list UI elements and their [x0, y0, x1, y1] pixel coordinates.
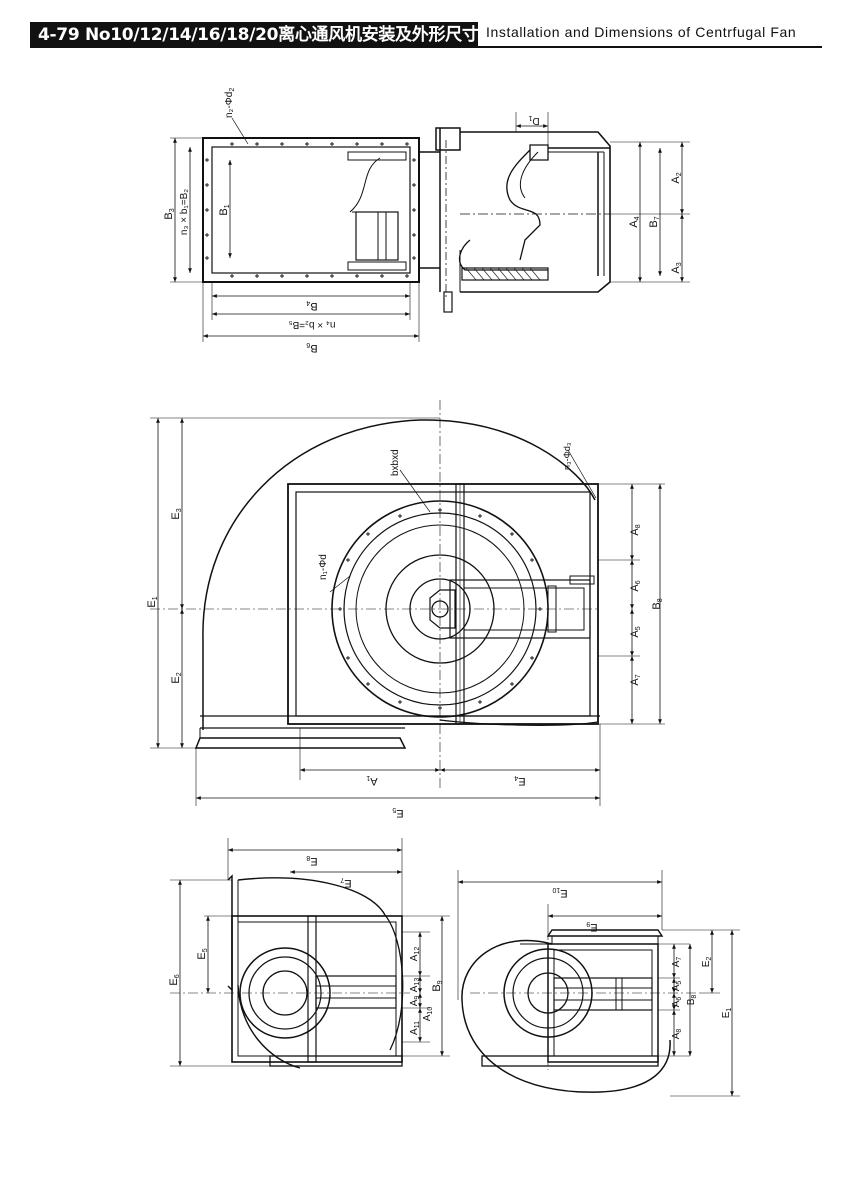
label-n1-d: n₁-Φd [318, 554, 329, 580]
label-a7-br: A7 [671, 957, 683, 968]
top-view [170, 112, 690, 342]
label-a8-br: A8 [671, 1029, 683, 1040]
label-e9: E9 [586, 920, 597, 933]
label-b7: B7 [648, 216, 661, 227]
header-rule [470, 46, 822, 48]
label-a6: A6 [629, 580, 642, 591]
label-a6-br: A6 [671, 997, 683, 1008]
label-e7: E7 [340, 876, 351, 889]
label-a2: A2 [670, 172, 683, 183]
label-a7: A7 [629, 674, 642, 685]
label-e2: E2 [170, 672, 183, 683]
label-a5: A5 [629, 626, 642, 637]
label-n2-d2: n₂-Φd2 [224, 88, 236, 118]
label-a1: A1 [366, 774, 377, 787]
label-e3: E3 [170, 508, 183, 519]
label-n3-d3: n₃-Φd₃ [562, 442, 572, 470]
label-a4: A4 [628, 216, 641, 227]
label-b9: B9 [431, 980, 444, 991]
label-a5-br: A5 [671, 981, 683, 992]
label-a9: A9 [409, 996, 421, 1007]
bottom-left-view [170, 838, 450, 1069]
page-title: 4-79 No10/12/14/16/18/20离心通风机安装及外形尺寸 [30, 22, 479, 48]
label-b8: B8 [651, 598, 664, 609]
label-bxbxd: bxbxd [390, 449, 401, 476]
label-e2-br: E2 [701, 957, 713, 968]
label-e1: E1 [146, 596, 159, 607]
label-a10: A10 [422, 1007, 434, 1022]
label-a11: A11 [409, 1021, 421, 1035]
label-n3-b1: n₃ × b₁=B₂ [179, 189, 190, 235]
label-a12: A12 [409, 947, 421, 962]
label-e4: E4 [514, 774, 525, 787]
label-d1: D1 [528, 114, 539, 126]
label-e5: E5 [392, 806, 403, 819]
label-b8-br: B8 [686, 995, 698, 1006]
label-a8: A8 [629, 524, 642, 535]
bottom-right-view [457, 870, 740, 1097]
label-a13: A13 [409, 978, 421, 993]
page-header: 4-79 No10/12/14/16/18/20离心通风机安装及外形尺寸 Ins… [30, 18, 822, 50]
label-b1: B1 [218, 204, 231, 215]
label-n4-b2: n₄ × b₂=B₅ [288, 319, 335, 330]
front-view-labels: bxbxd n₃-Φd₃ n₁-Φd E1 E3 E2 A8 A6 A5 A7 … [146, 442, 664, 819]
label-b4: B4 [306, 299, 317, 312]
label-b6: B6 [306, 341, 317, 354]
label-e6: E6 [168, 974, 181, 985]
bottom-right-labels: E10 E9 A7 A5 A6 A8 B8 E2 E1 [552, 886, 733, 1039]
top-view-labels: D1 n₂-Φd2 B3 n₃ × b₁=B₂ B1 B4 n₄ × b₂=B₅… [163, 88, 683, 354]
label-e8: E8 [306, 854, 317, 867]
label-b3: B3 [163, 208, 176, 219]
label-e10: E10 [552, 886, 567, 899]
label-a3: A3 [670, 262, 683, 273]
label-e5-side: E5 [196, 948, 209, 959]
page-title-english: Installation and Dimensions of Centrfuga… [486, 24, 797, 40]
bottom-left-labels: E6 E5 E8 E7 A12 A13 A9 A10 A11 B9 [168, 854, 444, 1035]
front-view [150, 400, 665, 806]
label-e1-br: E1 [721, 1008, 733, 1019]
